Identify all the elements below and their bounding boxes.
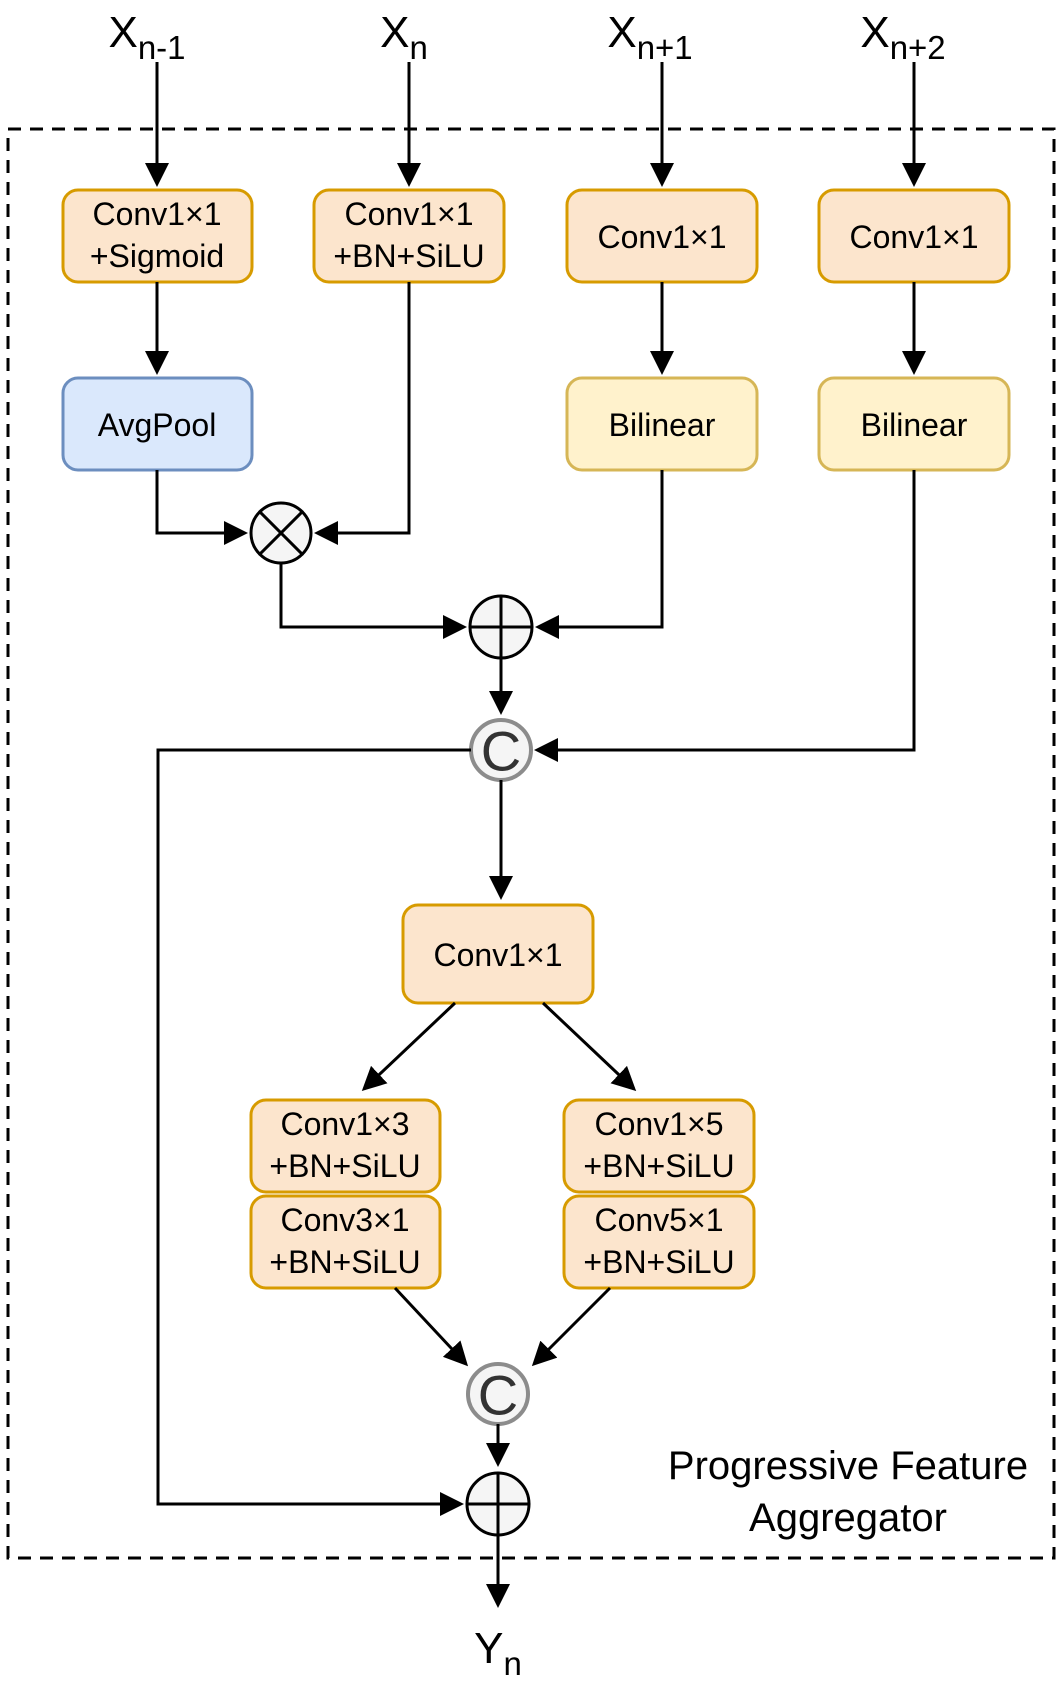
module-boundary-dashed-box (6, 127, 1056, 1560)
block-conv1x3-bn-silu (249, 1098, 442, 1194)
block-conv1x5-bn-silu (562, 1098, 756, 1194)
block-conv3x1-line2: +BN+SiLU (269, 1244, 420, 1280)
block-conv1x1-sigmoid-line2: +Sigmoid (90, 238, 224, 274)
edge-convbnsilu-to-multiply (314, 282, 411, 545)
block-conv5x1-bn-silu (562, 1194, 756, 1290)
block-conv1x3-line1: Conv1×3 (281, 1106, 410, 1142)
output-label-yn: Yn (474, 1624, 522, 1682)
region-title-line1: Progressive Feature (668, 1444, 1028, 1488)
block-conv5x1-line1: Conv5×1 (595, 1202, 724, 1238)
input-label-xn2: Xn+2 (860, 8, 945, 66)
multiply-cross-line-2 (258, 510, 304, 556)
edge-conv5x1-to-concat2 (531, 1286, 612, 1367)
edge-avgpool-to-multiply (155, 470, 248, 545)
block-conv1x5-line1: Conv1×5 (595, 1106, 724, 1142)
edge-convmid-to-conv1x3 (361, 1001, 457, 1092)
block-conv1x1-sigmoid-line1: Conv1×1 (93, 196, 222, 232)
edge-multiply-to-add1 (279, 563, 467, 639)
block-conv1x1-col3-label: Conv1×1 (598, 219, 727, 255)
edge-convmid-to-conv1x5 (541, 1001, 637, 1092)
block-conv1x1-bn-silu-line1: Conv1×1 (345, 196, 474, 232)
edge-bilinear2-to-concat1 (534, 470, 916, 762)
block-conv1x1-col4-label: Conv1×1 (850, 219, 979, 255)
input-label-xn-1: Xn-1 (108, 8, 185, 66)
edge-conv3x1-to-concat2 (393, 1286, 469, 1367)
input-label-xn1: Xn+1 (607, 8, 692, 66)
edge-concat1-skip-to-add2 (156, 748, 471, 1516)
region-title-line2: Aggregator (749, 1496, 947, 1540)
block-bilinear-2-label: Bilinear (861, 407, 968, 443)
block-conv1x1-bn-silu-line2: +BN+SiLU (333, 238, 484, 274)
block-conv1x1-mid-label: Conv1×1 (434, 937, 563, 973)
block-conv5x1-line2: +BN+SiLU (583, 1244, 734, 1280)
concat-node-2-label: C (478, 1364, 518, 1427)
edge-bilinear1-to-add1 (535, 470, 664, 639)
block-conv3x1-bn-silu (249, 1194, 442, 1290)
block-conv1x1-mid (401, 903, 595, 1005)
concat-node-1-label: C (481, 720, 521, 783)
input-label-xn: Xn (380, 8, 428, 66)
block-conv3x1-line1: Conv3×1 (281, 1202, 410, 1238)
block-conv1x3-line2: +BN+SiLU (269, 1148, 420, 1184)
block-bilinear-1-label: Bilinear (609, 407, 716, 443)
block-avgpool-label: AvgPool (98, 407, 217, 443)
block-conv1x5-line2: +BN+SiLU (583, 1148, 734, 1184)
